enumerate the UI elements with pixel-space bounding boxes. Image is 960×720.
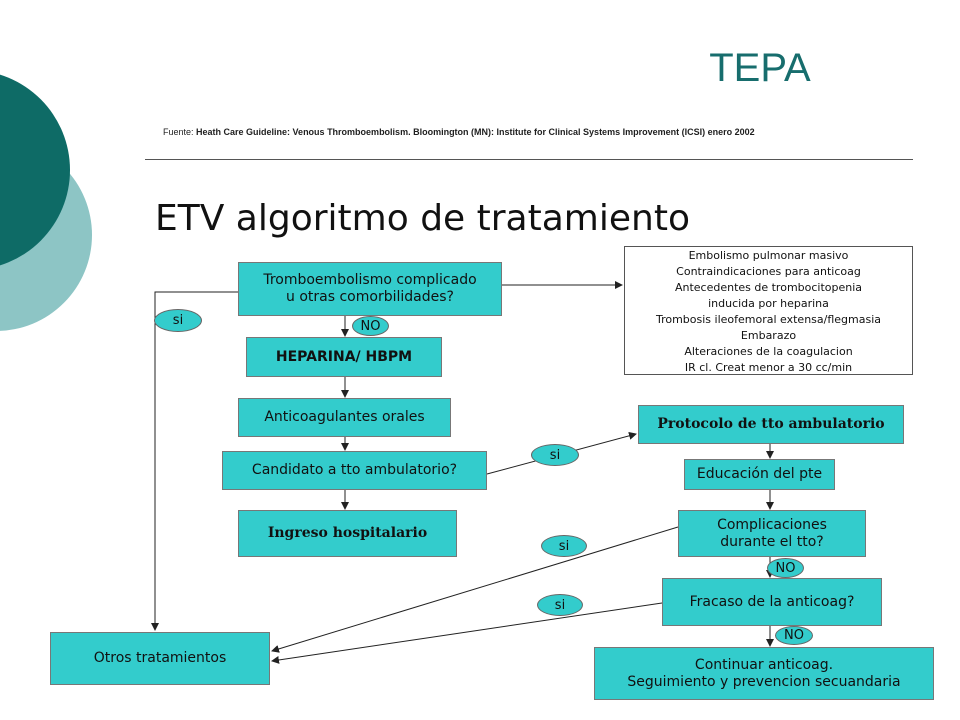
node-continuar-line2: Seguimiento y prevencion secuandaria bbox=[627, 673, 901, 690]
label-si-left: si bbox=[154, 309, 202, 332]
source-prefix: Fuente: bbox=[163, 127, 197, 137]
label-no-fracaso: NO bbox=[775, 626, 813, 645]
criteria-item: Alteraciones de la coagulacion bbox=[684, 345, 853, 358]
criteria-item: Contraindicaciones para anticoag bbox=[676, 265, 861, 278]
criteria-item: inducida por heparina bbox=[708, 297, 829, 310]
node-candidato: Candidato a tto ambulatorio? bbox=[222, 451, 487, 490]
node-otros-tratamientos: Otros tratamientos bbox=[50, 632, 270, 685]
dark-circle bbox=[0, 74, 70, 266]
arrow-complicaciones-to-otros bbox=[271, 526, 679, 653]
slide-subtitle: ETV algoritmo de tratamiento bbox=[155, 198, 690, 239]
label-no-1: NO bbox=[352, 316, 389, 336]
criteria-item: IR cl. Creat menor a 30 cc/min bbox=[684, 361, 853, 374]
node-continuar-line1: Continuar anticoag. bbox=[694, 656, 834, 673]
criteria-item: Embarazo bbox=[740, 329, 797, 342]
node-protocolo: Protocolo de tto ambulatorio bbox=[638, 405, 904, 444]
source-text: Heath Care Guideline: Venous Thromboembo… bbox=[196, 127, 755, 137]
label-si-candidato: si bbox=[531, 444, 579, 466]
divider-line bbox=[145, 159, 913, 160]
arrow-fracaso-to-otros bbox=[271, 602, 663, 664]
node-complicated-line2: u otras comorbilidades? bbox=[286, 289, 454, 305]
slide-title: TEPA bbox=[709, 46, 811, 90]
arrow-si-to-otros bbox=[151, 291, 240, 631]
node-fracaso: Fracaso de la anticoag? bbox=[662, 578, 882, 626]
criteria-item: Embolismo pulmonar masivo bbox=[688, 249, 849, 262]
node-complicated-line1: Tromboembolismo complicado bbox=[263, 272, 477, 288]
label-no-complicaciones: NO bbox=[767, 558, 804, 578]
criteria-item: Antecedentes de trombocitopenia bbox=[674, 281, 863, 294]
node-complicaciones-line1: Complicaciones bbox=[717, 516, 827, 533]
source-citation: Fuente: Heath Care Guideline: Venous Thr… bbox=[163, 127, 755, 137]
node-complicaciones-line2: durante el tto? bbox=[720, 533, 824, 550]
node-continuar: Continuar anticoag.Seguimiento y prevenc… bbox=[594, 647, 934, 700]
decorative-circles bbox=[0, 74, 92, 331]
criteria-item: Trombosis ileofemoral extensa/flegmasia bbox=[655, 313, 882, 326]
node-criteria: Embolismo pulmonar masivo Contraindicaci… bbox=[624, 246, 913, 375]
node-heparina: HEPARINA/ HBPM bbox=[246, 337, 442, 377]
node-anticoagulantes-orales: Anticoagulantes orales bbox=[238, 398, 451, 437]
node-educacion: Educación del pte bbox=[684, 459, 835, 490]
label-si-fracaso: si bbox=[537, 594, 583, 616]
label-si-complicaciones: si bbox=[541, 535, 587, 557]
node-ingreso-hospitalario: Ingreso hospitalario bbox=[238, 510, 457, 557]
